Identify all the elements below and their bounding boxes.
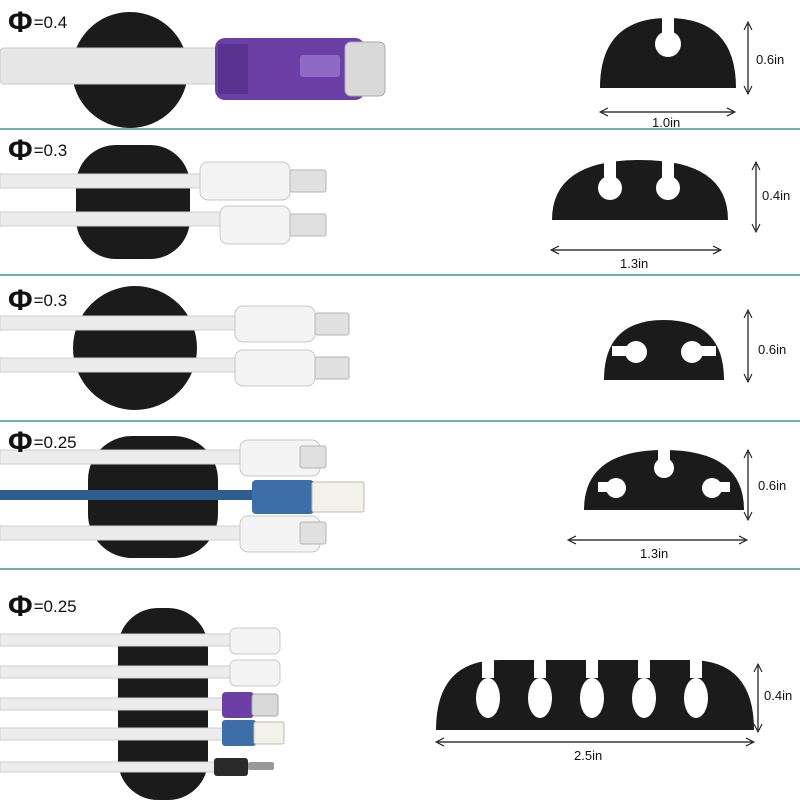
phi-symbol: Φ (8, 590, 33, 623)
row-5: Φ=0.25 0.4in 2.5in (0, 570, 800, 800)
phi-symbol: Φ (8, 426, 33, 459)
row-3: Φ=0.3 0.6in (0, 276, 800, 420)
row-2: Φ=0.3 0.4in 1.3in (0, 130, 800, 274)
height-label-5: 0.4in (764, 688, 793, 703)
divider-2 (0, 274, 800, 276)
diameter-value: =0.3 (33, 291, 68, 310)
row-4: Φ=0.25 0.6in 1.3in (0, 422, 800, 568)
diameter-label-1: Φ=0.4 (8, 6, 67, 40)
diameter-value: =0.25 (33, 597, 77, 616)
diameter-value: =0.4 (33, 13, 68, 32)
height-label-4: 0.6in (758, 478, 787, 493)
row-5-illustration (0, 608, 763, 800)
phi-symbol: Φ (8, 6, 33, 39)
divider-1 (0, 128, 800, 130)
diameter-value: =0.3 (33, 141, 68, 160)
diameter-value: =0.25 (33, 433, 77, 452)
width-label-2: 1.3in (620, 256, 649, 271)
row-2-illustration (0, 145, 761, 259)
divider-3 (0, 420, 800, 422)
row-1: Φ=0.4 0.6in 1.0in (0, 0, 800, 128)
row-3-illustration (0, 286, 753, 410)
row-4-illustration (0, 436, 753, 558)
diameter-label-2: Φ=0.3 (8, 134, 67, 168)
width-label-1: 1.0in (652, 115, 681, 128)
divider-4 (0, 568, 800, 570)
width-label-4: 1.3in (640, 546, 669, 561)
diameter-label-4: Φ=0.25 (8, 426, 77, 460)
diameter-label-3: Φ=0.3 (8, 284, 67, 318)
phi-symbol: Φ (8, 284, 33, 317)
height-label-2: 0.4in (762, 188, 791, 203)
row-1-illustration (0, 12, 753, 128)
height-label-3: 0.6in (758, 342, 787, 357)
height-label-1: 0.6in (756, 52, 785, 67)
diameter-label-5: Φ=0.25 (8, 590, 77, 624)
width-label-5: 2.5in (574, 748, 603, 763)
phi-symbol: Φ (8, 134, 33, 167)
